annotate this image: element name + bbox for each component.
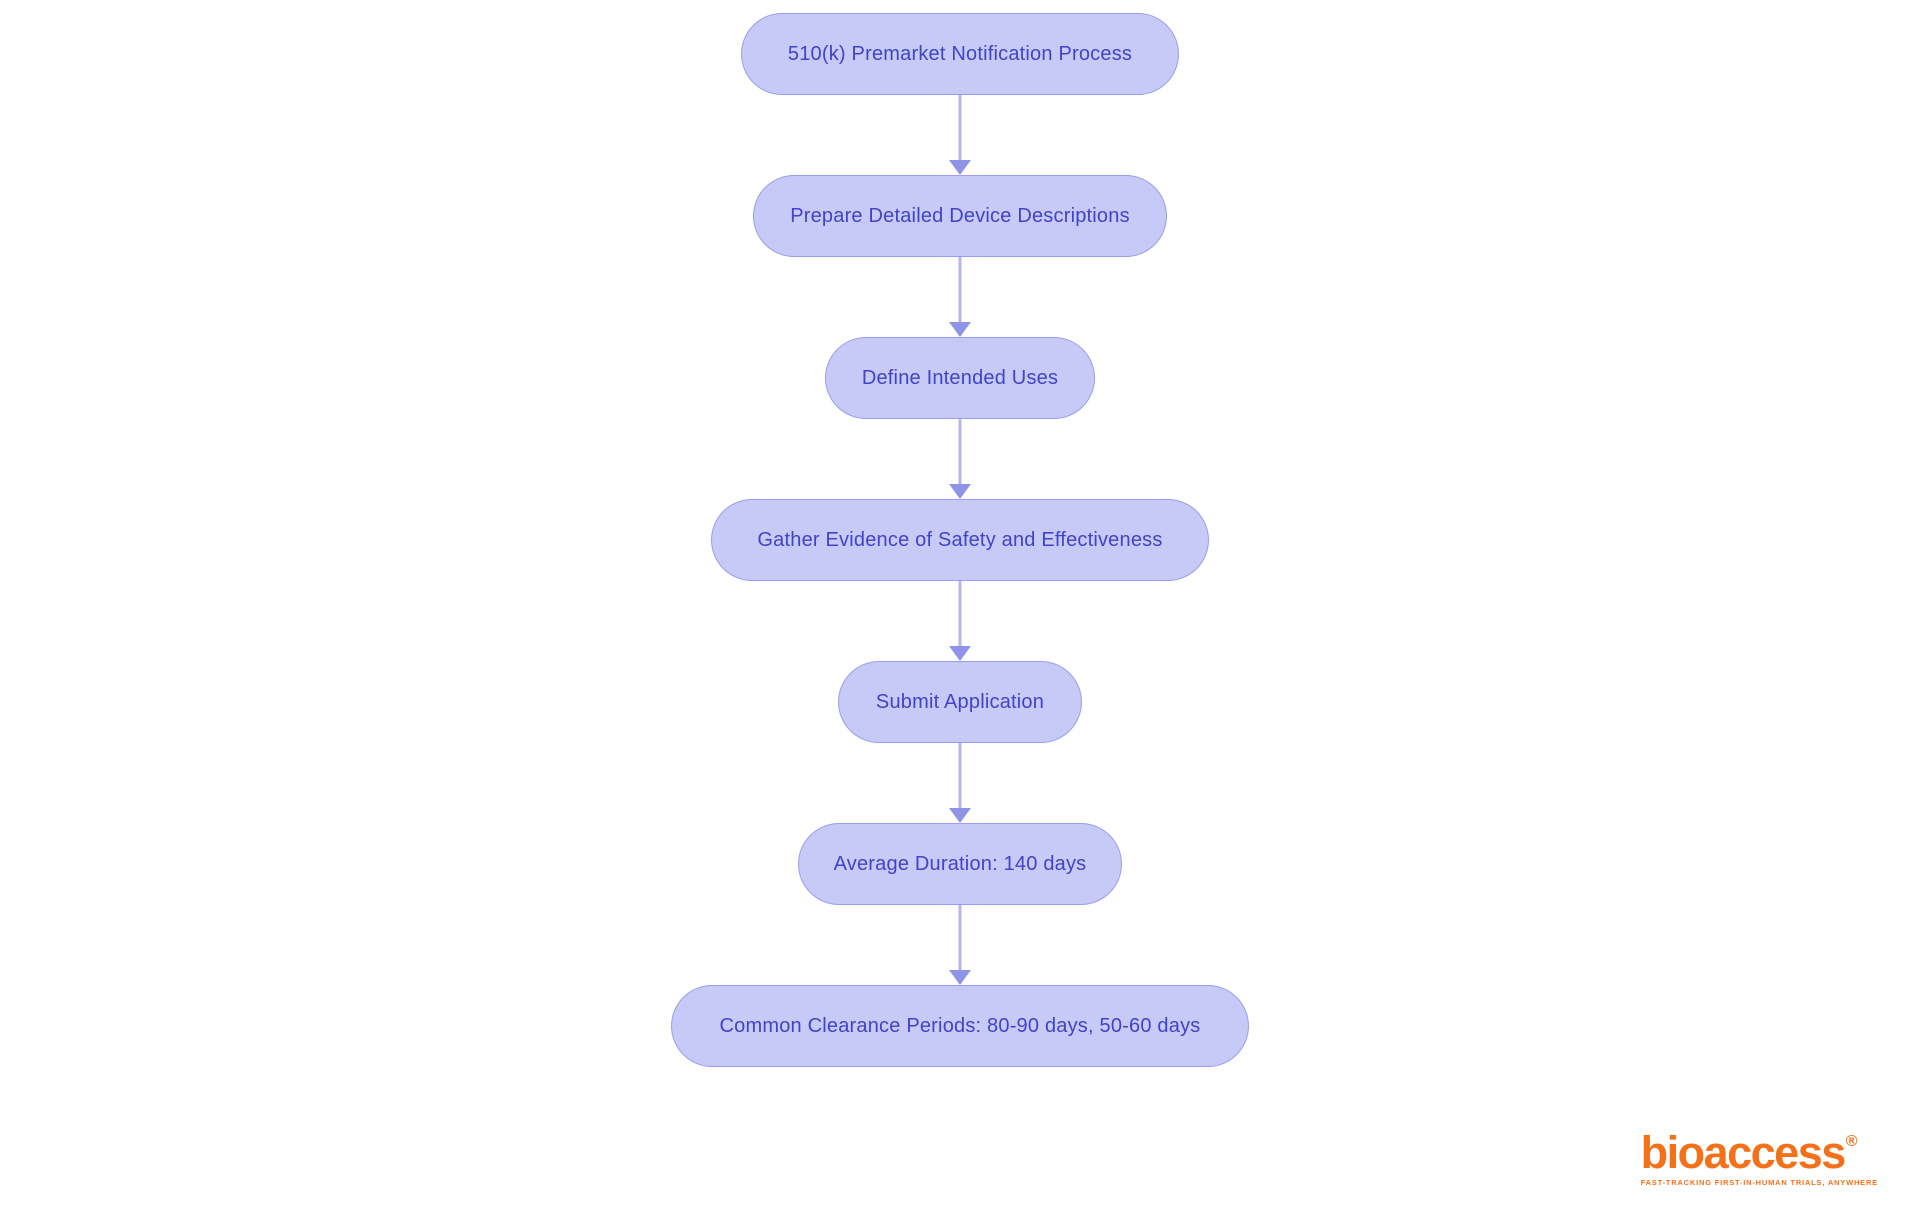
flow-node-label: 510(k) Premarket Notification Process — [787, 42, 1133, 65]
flow-arrow — [948, 419, 972, 499]
flow-node-label: Prepare Detailed Device Descriptions — [790, 204, 1130, 227]
bioaccess-logo: bioaccess® FAST-TRACKING FIRST-IN-HUMAN … — [1641, 1130, 1878, 1187]
arrow-head-icon — [949, 970, 971, 985]
arrow-head-icon — [949, 484, 971, 499]
arrow-head-icon — [949, 322, 971, 337]
flow-node-submit: Submit Application — [838, 661, 1082, 743]
registered-trademark-icon: ® — [1845, 1133, 1858, 1150]
arrow-shaft — [958, 905, 962, 973]
flow-arrow — [948, 257, 972, 337]
flow-node-label: Define Intended Uses — [861, 366, 1059, 389]
flow-arrow — [948, 581, 972, 661]
arrow-head-icon — [949, 160, 971, 175]
arrow-shaft — [958, 95, 962, 163]
flow-arrow — [948, 905, 972, 985]
flow-arrow — [948, 95, 972, 175]
flow-node-define-uses: Define Intended Uses — [825, 337, 1095, 419]
flow-node-prepare: Prepare Detailed Device Descriptions — [753, 175, 1167, 257]
arrow-head-icon — [949, 646, 971, 661]
flow-arrow — [948, 743, 972, 823]
flow-node-process-title: 510(k) Premarket Notification Process — [741, 13, 1179, 95]
flow-node-average-duration: Average Duration: 140 days — [798, 823, 1122, 905]
arrow-shaft — [958, 419, 962, 487]
flow-node-clearance-periods: Common Clearance Periods: 80-90 days, 50… — [671, 985, 1249, 1067]
logo-wordmark: bioaccess — [1640, 1127, 1847, 1178]
logo-wordmark-row: bioaccess® — [1641, 1130, 1878, 1175]
arrow-shaft — [958, 743, 962, 811]
flow-node-label: Submit Application — [875, 690, 1045, 713]
flow-node-label: Average Duration: 140 days — [833, 852, 1087, 875]
arrow-shaft — [958, 581, 962, 649]
flow-node-label: Gather Evidence of Safety and Effectiven… — [757, 528, 1163, 551]
arrow-shaft — [958, 257, 962, 325]
flow-node-label: Common Clearance Periods: 80-90 days, 50… — [719, 1014, 1201, 1037]
flow-node-gather-evidence: Gather Evidence of Safety and Effectiven… — [711, 499, 1209, 581]
arrow-head-icon — [949, 808, 971, 823]
logo-tagline: FAST-TRACKING FIRST-IN-HUMAN TRIALS, ANY… — [1640, 1178, 1878, 1187]
